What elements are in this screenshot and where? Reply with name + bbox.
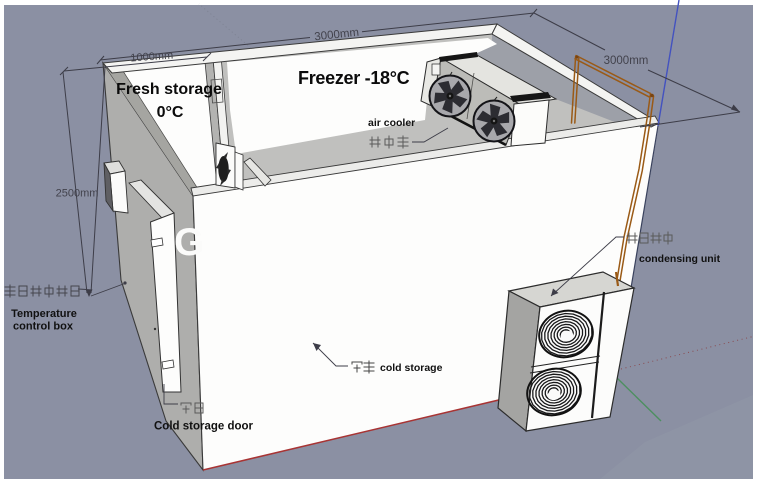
svg-text:condensing unit: condensing unit (639, 253, 721, 265)
svg-text:cold storage: cold storage (380, 362, 443, 374)
svg-text:Freezer -18°C: Freezer -18°C (298, 68, 410, 88)
svg-text:3000mm: 3000mm (604, 55, 649, 67)
svg-text:1000mm: 1000mm (130, 50, 174, 65)
svg-text:3000mm: 3000mm (314, 27, 360, 44)
svg-text:air cooler: air cooler (368, 117, 415, 129)
svg-text:2500mm: 2500mm (56, 188, 99, 200)
svg-text:0°C: 0°C (157, 104, 184, 121)
svg-text:G: G (174, 221, 204, 264)
svg-text:Cold storage door: Cold storage door (154, 421, 254, 433)
svg-text:Temperature: Temperature (11, 308, 77, 320)
svg-text:control box: control box (13, 321, 74, 333)
svg-text:Fresh storage: Fresh storage (116, 81, 222, 98)
